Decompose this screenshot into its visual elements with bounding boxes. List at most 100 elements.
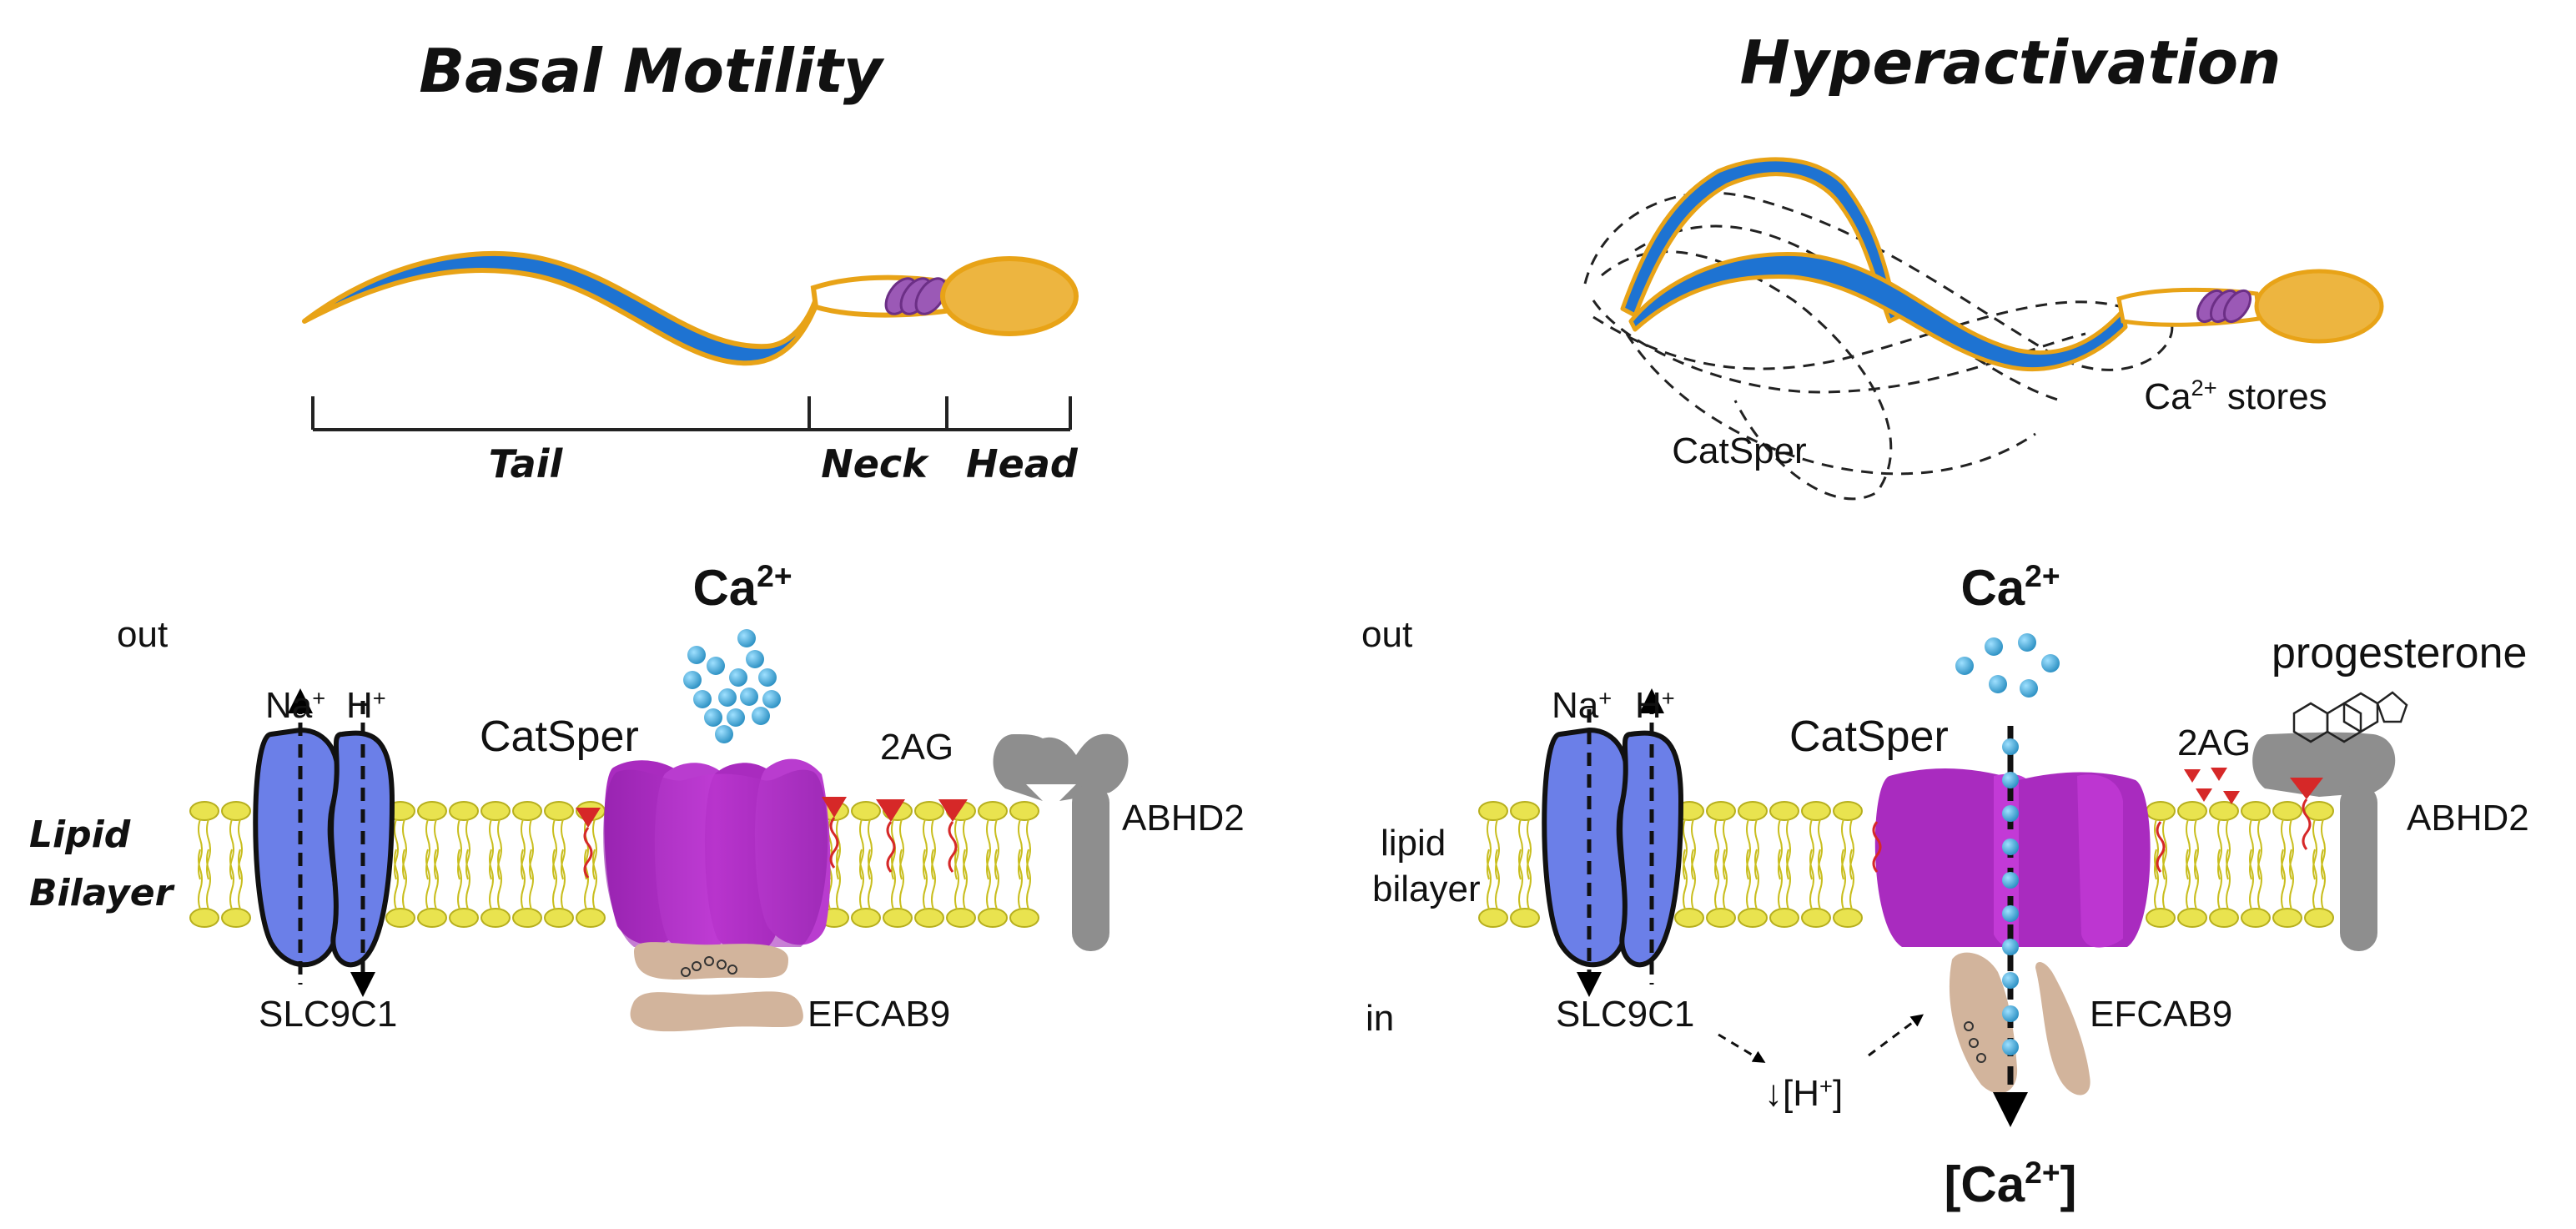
lipid-head-inner bbox=[914, 849, 944, 928]
lipid-head-inner bbox=[1769, 849, 1799, 928]
catsper-channel-open bbox=[1874, 768, 2151, 948]
lipid-head-outer bbox=[221, 801, 251, 880]
lipid-head-inner bbox=[221, 849, 251, 928]
segment-label-head: Head bbox=[966, 441, 1079, 486]
catsper-channel bbox=[603, 758, 831, 954]
lipid-head-outer bbox=[417, 801, 447, 880]
lipid-head-outer bbox=[1478, 801, 1508, 880]
waveform-traces bbox=[1583, 191, 2174, 501]
label-lipid-bilayer-left-2: Bilayer bbox=[29, 872, 175, 914]
label-slc9c1-left: SLC9C1 bbox=[259, 994, 397, 1035]
label-h-decrease: ↓[H+] bbox=[1764, 1073, 1843, 1114]
lipid-head-outer bbox=[914, 801, 944, 880]
lipid-head-inner bbox=[2177, 849, 2207, 928]
abhd2-receptor-right bbox=[2252, 732, 2396, 951]
lipid-head-inner bbox=[1738, 849, 1768, 928]
membrane-left bbox=[189, 629, 1129, 1032]
efcab9-protein bbox=[630, 942, 803, 1032]
segment-bracket bbox=[311, 396, 1072, 431]
slc9c1-exchanger-right bbox=[1542, 688, 1684, 997]
progesterone-molecule-icon bbox=[2292, 691, 2408, 743]
mitochondria-icon bbox=[2196, 289, 2252, 324]
lipid-head-inner bbox=[512, 849, 542, 928]
twoag-markers-right bbox=[1872, 768, 2240, 873]
calcium-ions-left bbox=[683, 629, 781, 743]
lipid-head-inner bbox=[1478, 849, 1508, 928]
label-catsper-sperm: CatSper bbox=[1672, 431, 1806, 471]
label-lipid-bilayer-left-1: Lipid bbox=[29, 813, 131, 856]
lipid-head-outer bbox=[1801, 801, 1831, 880]
lipid-head-outer bbox=[544, 801, 574, 880]
lipid-head-inner bbox=[946, 849, 976, 928]
lipid-head-inner bbox=[1801, 849, 1831, 928]
label-catsper-left: CatSper bbox=[480, 713, 639, 761]
label-h-left: H+ bbox=[346, 685, 386, 726]
abhd2-receptor-left bbox=[993, 733, 1129, 951]
label-ca-increase: [Ca2+] bbox=[1944, 1155, 2076, 1212]
lipid-head-outer bbox=[1706, 801, 1736, 880]
lipid-head-inner bbox=[2209, 849, 2239, 928]
label-efcab9-left: EFCAB9 bbox=[808, 994, 950, 1035]
lipid-head-inner bbox=[480, 849, 511, 928]
calcium-ions-right bbox=[1955, 633, 2060, 698]
lipid-head-inner bbox=[544, 849, 574, 928]
lipid-head-outer bbox=[1738, 801, 1768, 880]
lipid-head-inner bbox=[2272, 849, 2302, 928]
lipid-head-inner bbox=[851, 849, 881, 928]
lipid-head-inner bbox=[1833, 849, 1863, 928]
label-lipid-bilayer-right-1: lipid bbox=[1381, 823, 1446, 864]
lipid-head-outer bbox=[1510, 801, 1540, 880]
lipid-head-inner bbox=[1009, 849, 1039, 928]
lipid-head-outer bbox=[2272, 801, 2302, 880]
label-catsper-right: CatSper bbox=[1789, 713, 1949, 761]
lipid-head-outer bbox=[480, 801, 511, 880]
lipid-head-outer bbox=[189, 801, 219, 880]
label-abhd2-left: ABHD2 bbox=[1122, 798, 1245, 839]
twoag-markers-left bbox=[576, 797, 968, 879]
label-slc9c1-right: SLC9C1 bbox=[1556, 994, 1694, 1035]
label-ca-right: Ca2+ bbox=[1960, 558, 2060, 616]
lipid-head-inner bbox=[189, 849, 219, 928]
efcab9-protein-right bbox=[1949, 952, 2090, 1096]
mitochondria-icon bbox=[884, 277, 948, 315]
lipid-head-inner bbox=[2146, 849, 2176, 928]
lipid-head-outer bbox=[1833, 801, 1863, 880]
lipid-head-inner bbox=[2241, 849, 2271, 928]
lipid-head-inner bbox=[1706, 849, 1736, 928]
membrane-right bbox=[1478, 633, 2408, 1127]
label-efcab9-right: EFCAB9 bbox=[2090, 994, 2232, 1035]
title-basal-motility: Basal Motility bbox=[419, 36, 885, 106]
label-na-left: Na+ bbox=[265, 685, 325, 726]
lipid-head-outer bbox=[1769, 801, 1799, 880]
lipid-head-inner bbox=[2304, 849, 2334, 928]
label-in-right: in bbox=[1366, 998, 1394, 1039]
title-hyperactivation: Hyperactivation bbox=[1740, 28, 2282, 98]
lipid-head-outer bbox=[512, 801, 542, 880]
segment-label-tail: Tail bbox=[489, 441, 564, 486]
segment-label-neck: Neck bbox=[821, 441, 929, 486]
label-ca-left: Ca2+ bbox=[692, 558, 792, 616]
sperm-head-right bbox=[2254, 269, 2384, 344]
sperm-tail bbox=[302, 250, 820, 366]
label-2ag-right: 2AG bbox=[2177, 723, 2251, 763]
label-out-right: out bbox=[1361, 614, 1412, 655]
calcium-flux bbox=[1993, 726, 2028, 1127]
lipid-head-outer bbox=[2209, 801, 2239, 880]
label-h-right: H+ bbox=[1635, 685, 1675, 726]
sperm-hyperactivated bbox=[1583, 157, 2384, 501]
lipid-head-outer bbox=[2177, 801, 2207, 880]
sperm-head bbox=[940, 256, 1079, 336]
lipid-head-inner bbox=[417, 849, 447, 928]
label-na-right: Na+ bbox=[1552, 685, 1612, 726]
lipid-head-inner bbox=[1510, 849, 1540, 928]
sperm-basal bbox=[302, 250, 1079, 366]
lipid-head-outer bbox=[978, 801, 1008, 880]
lipid-head-inner bbox=[576, 849, 606, 928]
lipid-head-outer bbox=[851, 801, 881, 880]
label-ca-stores: Ca2+ stores bbox=[2144, 375, 2327, 417]
label-lipid-bilayer-right-2: bilayer bbox=[1372, 869, 1481, 909]
lipid-head-inner bbox=[978, 849, 1008, 928]
lipid-head-outer bbox=[2241, 801, 2271, 880]
label-progesterone: progesterone bbox=[2272, 629, 2527, 677]
